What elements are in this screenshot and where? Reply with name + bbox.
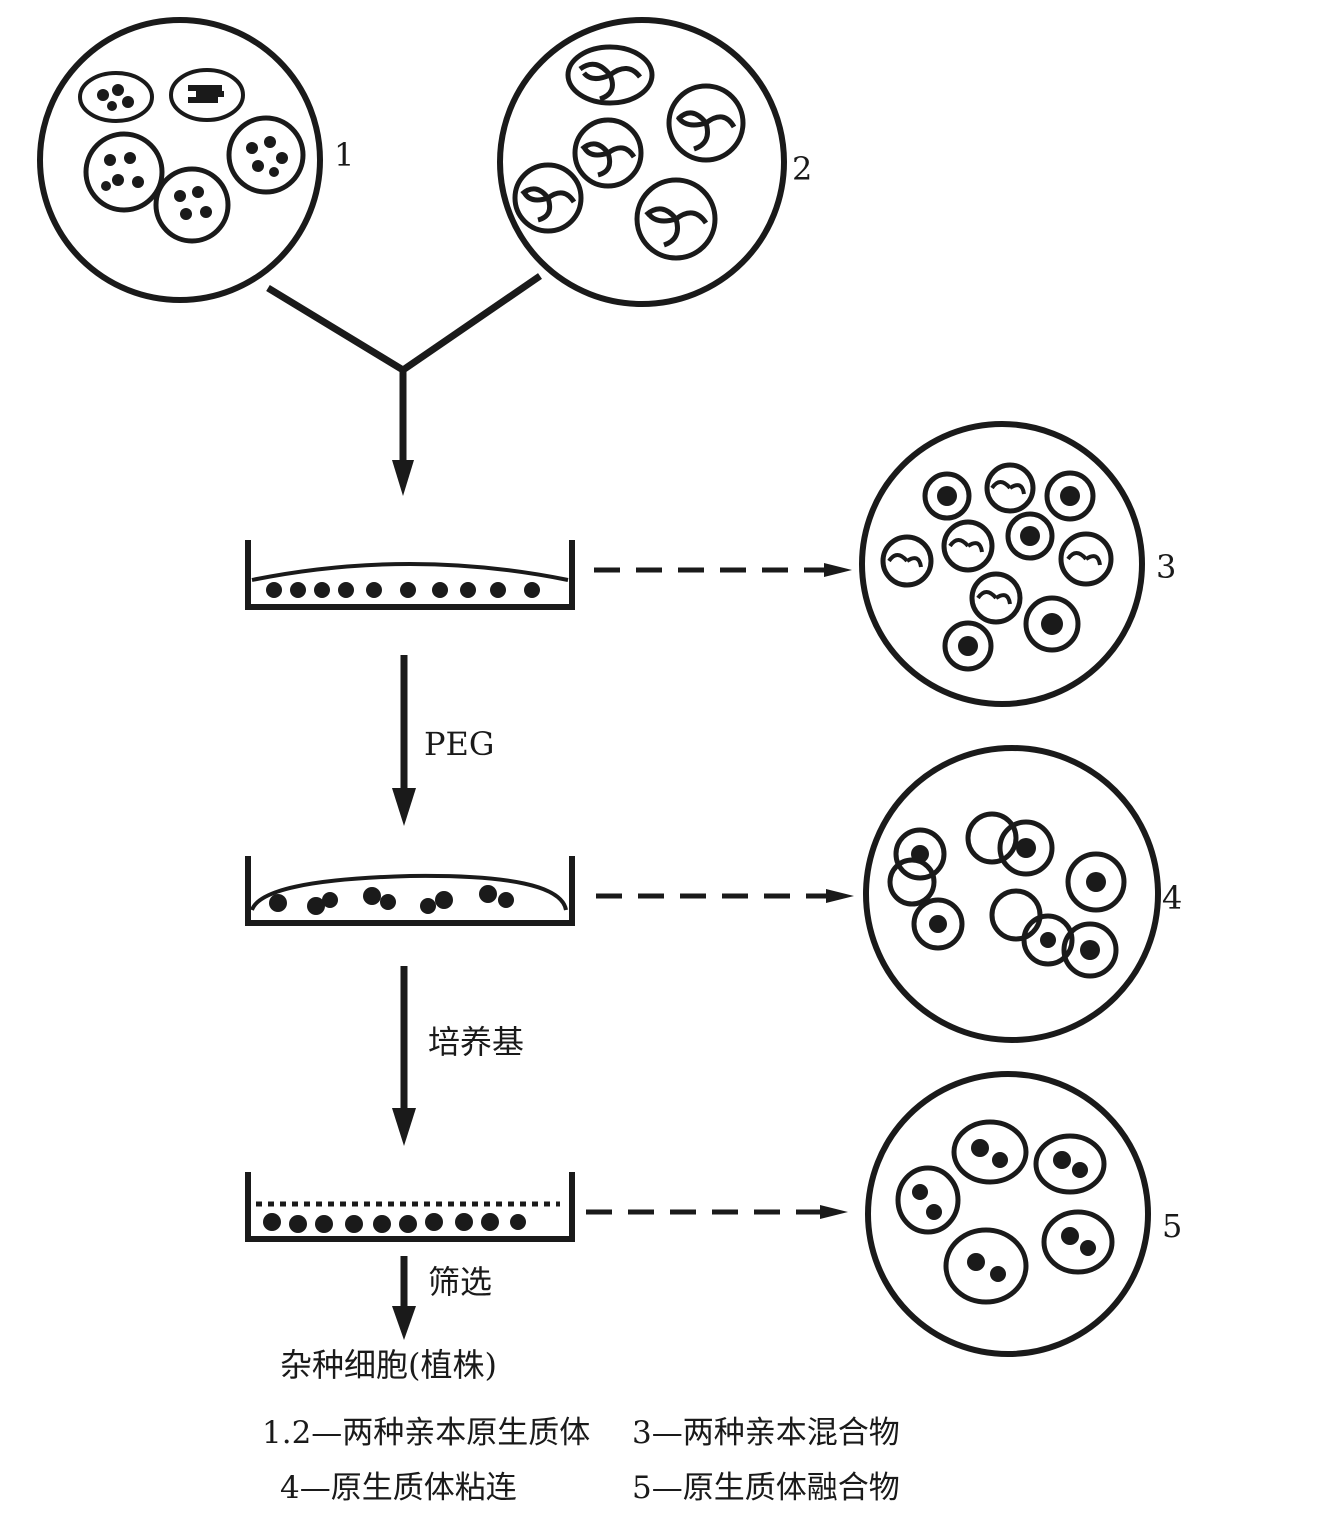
- circle-2-parent-protoplasts: [497, 17, 787, 307]
- step-label-medium: 培养基: [428, 1023, 525, 1061]
- protoplast-cell: [512, 162, 584, 234]
- dish-1-protoplasts: [266, 582, 540, 598]
- culture-dish-1: [245, 540, 575, 610]
- result-label-hybrid-cell: 杂种细胞(植株): [280, 1346, 497, 1384]
- protoplast-cell: [634, 177, 718, 261]
- dish-3-fused-protoplasts: [263, 1213, 526, 1233]
- merge-arrow: [266, 273, 542, 496]
- protoplast-cell: [83, 131, 165, 213]
- label-circle-2: 2: [792, 150, 813, 188]
- circle-4-adhesion: [863, 745, 1161, 1043]
- protoplast-cell: [666, 83, 746, 163]
- label-circle-4: 4: [1162, 879, 1183, 917]
- arrow-medium: [392, 966, 416, 1146]
- dashed-arrow-to-circle-5: [586, 1205, 848, 1219]
- caption-line-1-right: 3—两种亲本混合物: [632, 1415, 900, 1451]
- circle-3-mixture: [859, 421, 1145, 707]
- protoplast-cell: [169, 68, 245, 122]
- circle-1-parent-protoplasts: [37, 17, 323, 303]
- dashed-arrow-to-circle-3: [594, 563, 852, 577]
- circle-5-fusion-products: [865, 1071, 1151, 1357]
- label-circle-3: 3: [1156, 548, 1177, 586]
- caption-line-2-left: 4—原生质体粘连: [280, 1470, 517, 1506]
- step-label-peg: PEG: [424, 725, 495, 763]
- culture-dish-2: [245, 856, 575, 926]
- culture-dish-3: [245, 1172, 575, 1242]
- label-circle-1: 1: [334, 136, 355, 174]
- protoplast-cell: [565, 44, 655, 106]
- protoplast-cell: [78, 71, 154, 123]
- caption-line-2-right: 5—原生质体融合物: [632, 1470, 900, 1506]
- caption-line-1-left: 1.2—两种亲本原生质体: [262, 1415, 591, 1451]
- protoplast-cell: [226, 115, 306, 195]
- protoplast-cell: [572, 117, 644, 189]
- dish-2-adhered-protoplasts: [269, 885, 514, 915]
- arrow-screening: [392, 1256, 416, 1340]
- step-label-screening: 筛选: [428, 1263, 493, 1301]
- protoplast-cell: [153, 166, 231, 244]
- dashed-arrow-to-circle-4: [596, 889, 854, 903]
- label-circle-5: 5: [1162, 1207, 1183, 1245]
- arrow-peg: [392, 655, 416, 826]
